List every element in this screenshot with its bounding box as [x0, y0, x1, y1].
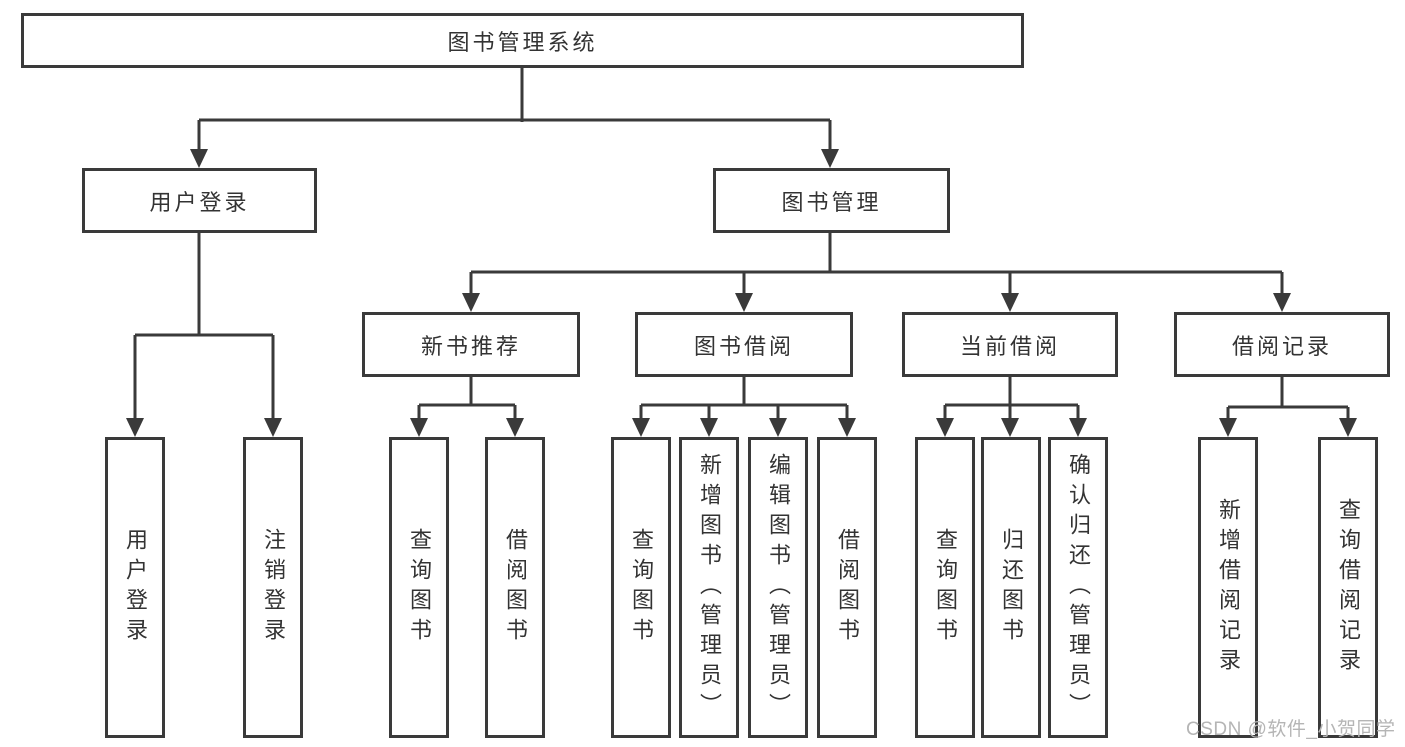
leaf-return-book: 归还图书 — [981, 437, 1041, 738]
node-library-management-system: 图书管理系统 — [21, 13, 1024, 68]
arrow-down-icon — [700, 418, 718, 437]
watermark: CSDN @软件_小贺同学 — [1186, 719, 1396, 740]
node-label: 确认归还（管理员） — [1066, 452, 1091, 723]
node-label: 查询借阅记录 — [1336, 497, 1361, 678]
leaf-query-book-borrow: 查询图书 — [611, 437, 671, 738]
connector-user-login-branch — [126, 233, 282, 437]
arrow-down-icon — [1001, 418, 1019, 437]
node-label: 借阅记录 — [1231, 333, 1332, 359]
node-book-management: 图书管理 — [713, 168, 950, 233]
arrow-down-icon — [410, 418, 428, 437]
arrow-down-icon — [936, 418, 954, 437]
leaf-query-book-current: 查询图书 — [915, 437, 975, 738]
arrow-down-icon — [1273, 293, 1291, 312]
node-label: 图书管理 — [781, 189, 882, 215]
arrow-down-icon — [838, 418, 856, 437]
connector-book-borrow-branch — [632, 377, 856, 437]
leaf-add-book-admin: 新增图书（管理员） — [679, 437, 739, 738]
node-label: 编辑图书（管理员） — [766, 452, 791, 723]
node-label: 查询图书 — [933, 527, 958, 648]
node-label: 注销登录 — [261, 527, 286, 648]
arrow-down-icon — [1069, 418, 1087, 437]
node-label: 图书管理系统 — [447, 29, 598, 55]
node-label: 当前借阅 — [959, 333, 1060, 359]
node-label: 新书推荐 — [420, 333, 521, 359]
connector-new-book-branch — [410, 377, 524, 437]
arrow-down-icon — [1001, 293, 1019, 312]
node-label: 用户登录 — [149, 189, 250, 215]
connector-root-to-level2 — [190, 68, 839, 168]
node-label: 查询图书 — [629, 527, 654, 648]
node-label: 新增图书（管理员） — [697, 452, 722, 723]
arrow-down-icon — [632, 418, 650, 437]
node-label: 归还图书 — [999, 527, 1024, 648]
leaf-borrow-book-recommend: 借阅图书 — [485, 437, 545, 738]
connector-borrow-record-branch — [1219, 377, 1357, 437]
node-borrow-record: 借阅记录 — [1174, 312, 1390, 377]
arrow-down-icon — [1339, 418, 1357, 437]
leaf-user-login: 用户登录 — [105, 437, 165, 738]
leaf-query-borrow-record: 查询借阅记录 — [1318, 437, 1378, 738]
node-label: 查询图书 — [407, 527, 432, 648]
connector-current-borrow-branch — [936, 377, 1087, 437]
connector-book-management-branch — [462, 233, 1291, 312]
arrow-down-icon — [506, 418, 524, 437]
node-new-book-recommend: 新书推荐 — [362, 312, 580, 377]
node-label: 图书借阅 — [693, 333, 794, 359]
leaf-add-borrow-record: 新增借阅记录 — [1198, 437, 1258, 738]
arrow-down-icon — [126, 418, 144, 437]
node-label: 用户登录 — [123, 527, 148, 648]
arrow-down-icon — [190, 149, 208, 168]
node-label: 借阅图书 — [835, 527, 860, 648]
node-label: 借阅图书 — [503, 527, 528, 648]
arrow-down-icon — [462, 293, 480, 312]
arrow-down-icon — [1219, 418, 1237, 437]
arrow-down-icon — [821, 149, 839, 168]
leaf-edit-book-admin: 编辑图书（管理员） — [748, 437, 808, 738]
leaf-query-book-recommend: 查询图书 — [389, 437, 449, 738]
node-label: 新增借阅记录 — [1216, 497, 1241, 678]
arrow-down-icon — [769, 418, 787, 437]
leaf-confirm-return-admin: 确认归还（管理员） — [1048, 437, 1108, 738]
leaf-borrow-book: 借阅图书 — [817, 437, 877, 738]
node-book-borrow: 图书借阅 — [635, 312, 853, 377]
node-user-login: 用户登录 — [82, 168, 317, 233]
arrow-down-icon — [735, 293, 753, 312]
arrow-down-icon — [264, 418, 282, 437]
node-current-borrow: 当前借阅 — [902, 312, 1118, 377]
leaf-logout: 注销登录 — [243, 437, 303, 738]
